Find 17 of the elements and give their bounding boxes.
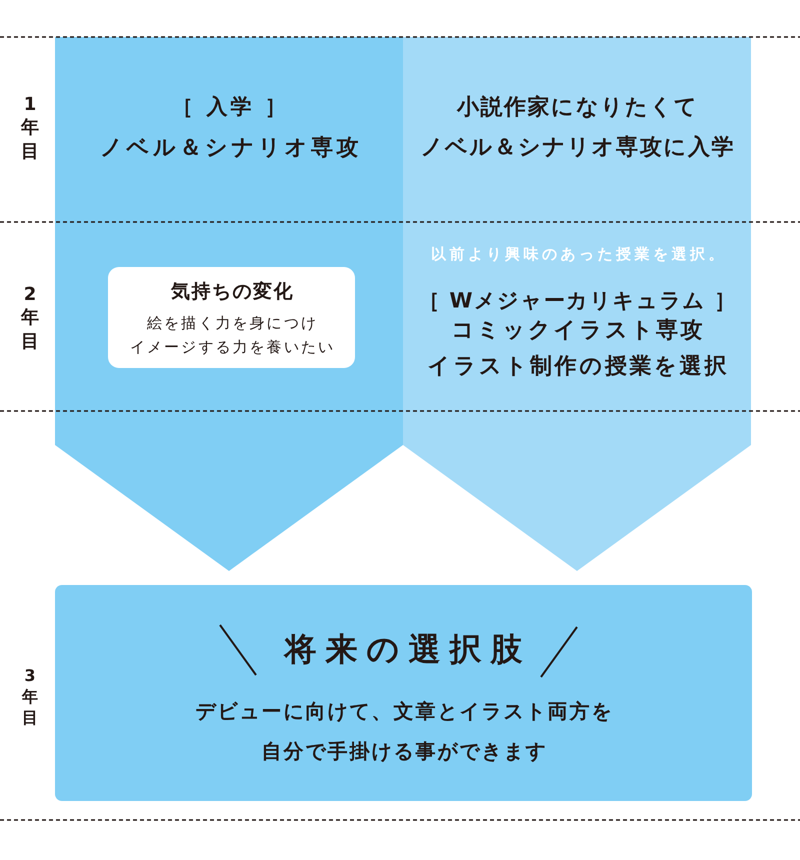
year-label: 3年目 bbox=[21, 666, 39, 728]
heading-text: ［ Wメジャーカリキュラム ］ bbox=[418, 288, 737, 314]
body-text: 絵を描く力を身につけイメージする力を養いたい bbox=[128, 313, 336, 358]
heading-text: 将来の選択肢 bbox=[282, 629, 532, 670]
year-label: 1年目 bbox=[20, 92, 40, 164]
chevron-band bbox=[55, 37, 403, 571]
body-text: デビューに向けて、文章とイラスト両方を自分で手掛ける事ができます bbox=[194, 698, 614, 765]
heading-text: 気持ちの変化 bbox=[170, 280, 294, 304]
body-text: 小説作家になりたくてノベル＆シナリオ専攻に入学 bbox=[419, 94, 736, 162]
rounded-card bbox=[108, 267, 355, 368]
year-label: 2年目 bbox=[20, 282, 40, 354]
chevron-band bbox=[403, 37, 751, 571]
heading-text: ［ 入学 ］ bbox=[171, 94, 289, 120]
note-text: 以前より興味のあった授業を選択。 bbox=[430, 244, 727, 264]
title-text: ノベル＆シナリオ専攻 bbox=[98, 134, 362, 162]
body-text: コミックイラスト専攻イラスト制作の授業を選択 bbox=[426, 317, 729, 381]
summary-panel bbox=[55, 585, 752, 801]
